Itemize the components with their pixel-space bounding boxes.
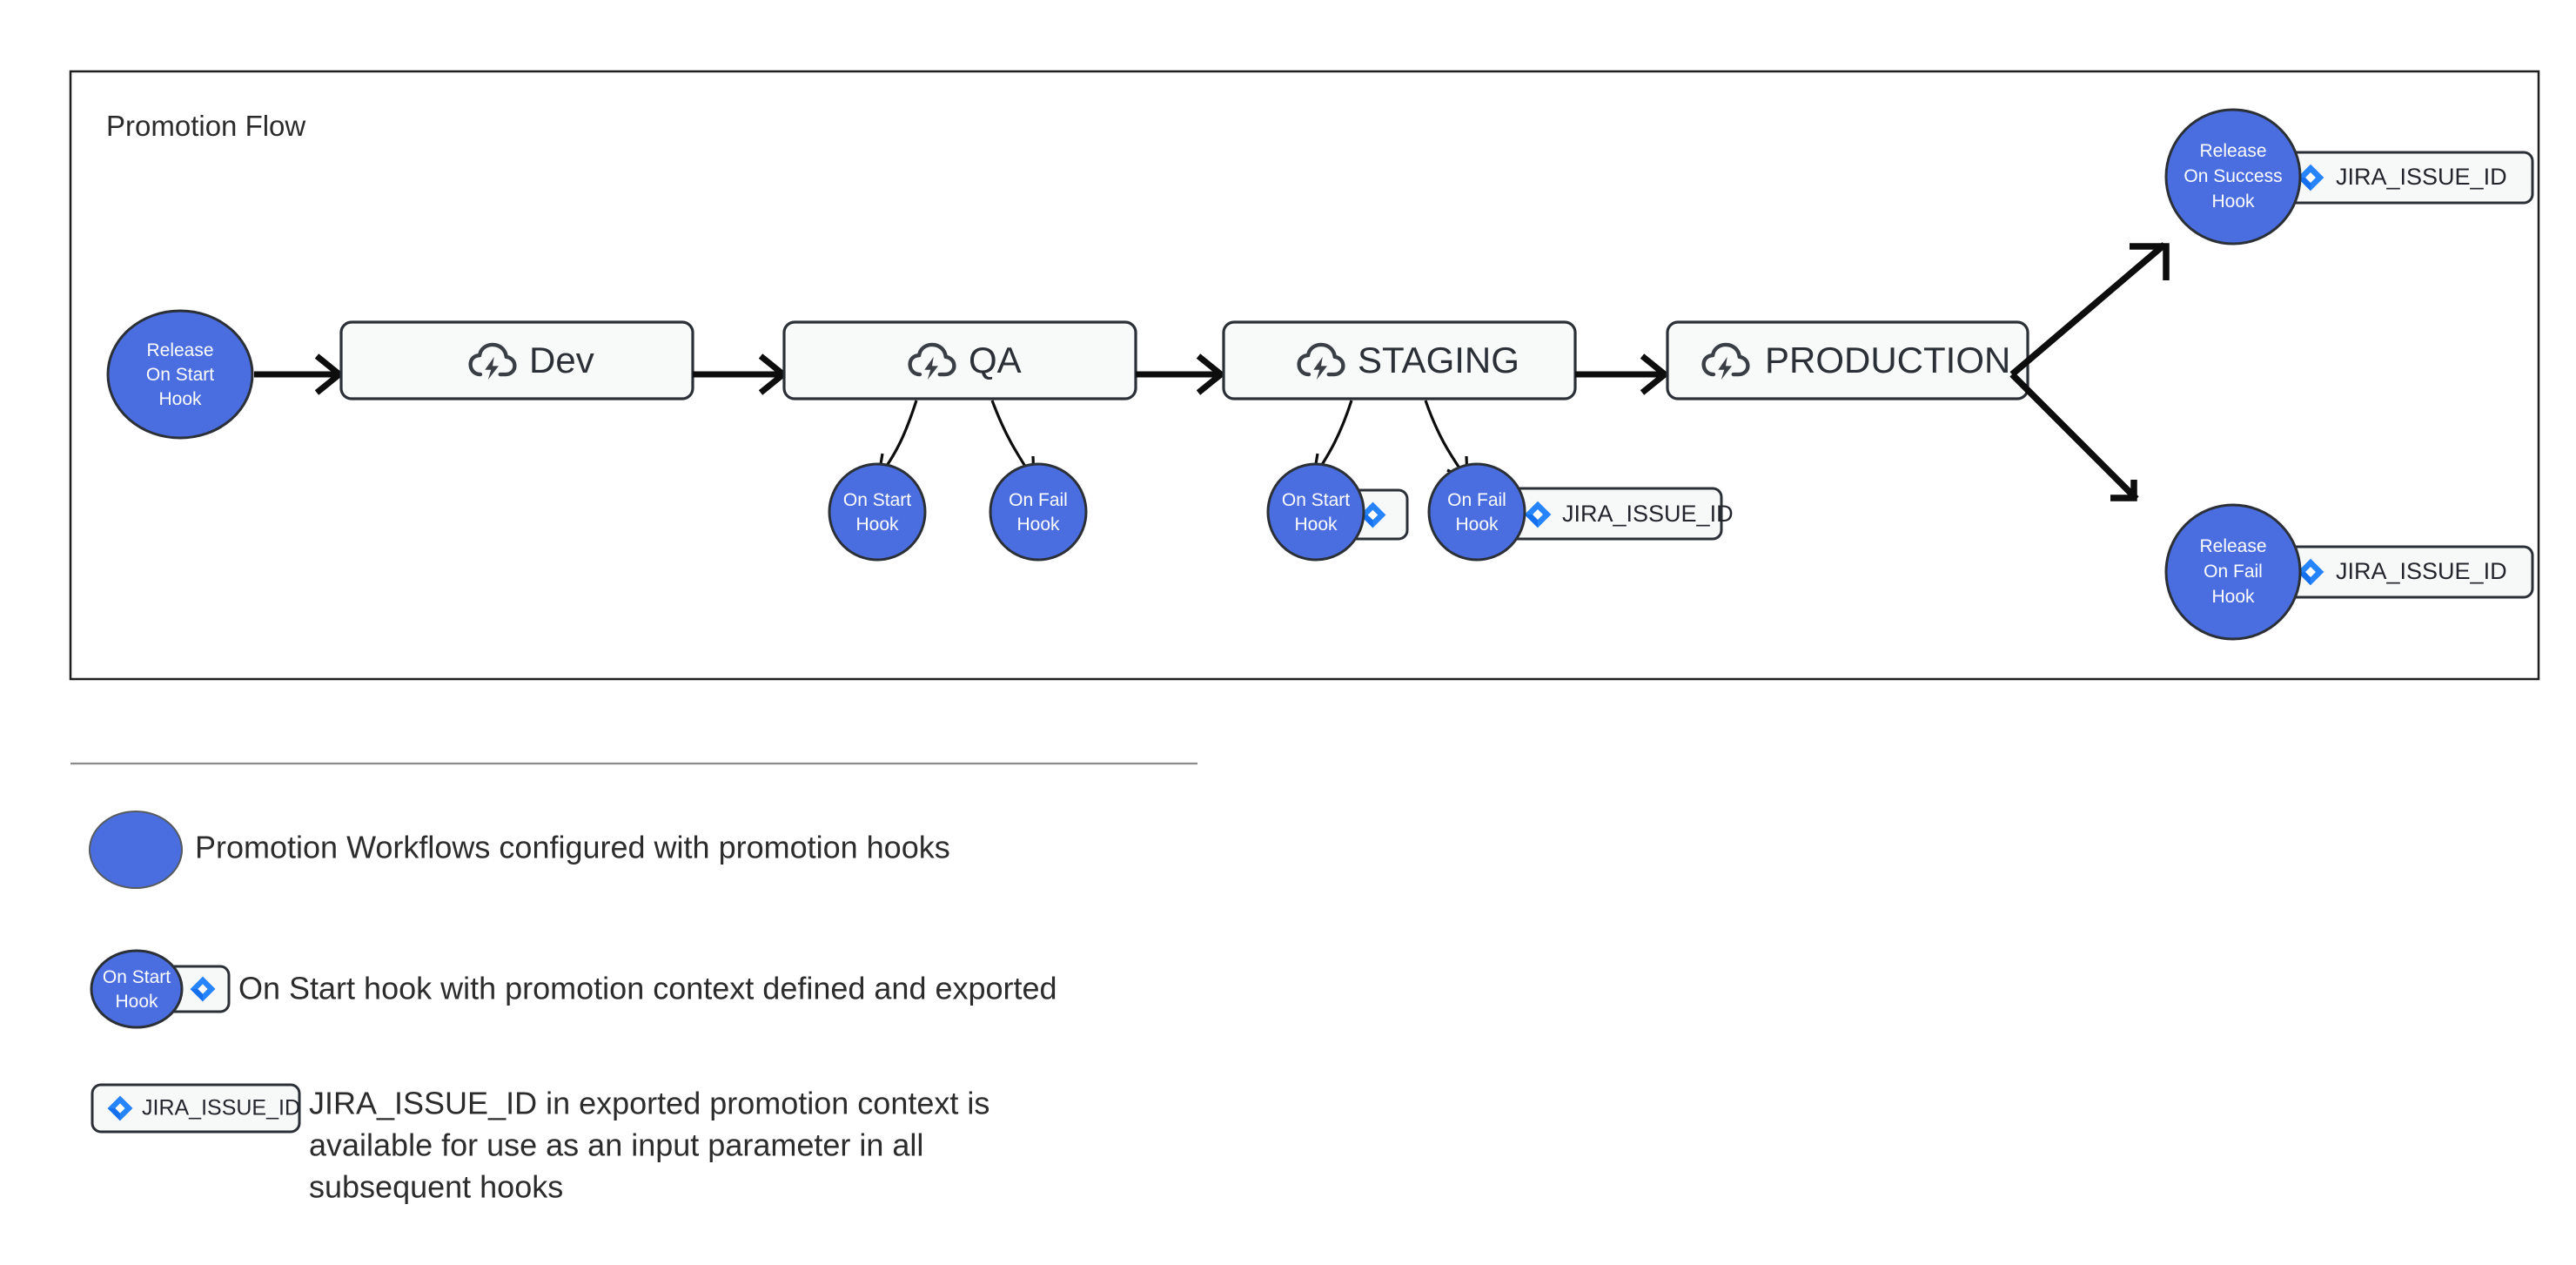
staging-on-fail-hook-badge-label: JIRA_ISSUE_ID (1562, 501, 1734, 527)
legend-label-jira-line-1: JIRA_ISSUE_ID in exported promotion cont… (309, 1086, 989, 1121)
arrow-qa-to-staging (1136, 353, 1226, 395)
legend-row-on-start-hook: On Start Hook On Start hook with promoti… (90, 949, 1057, 1029)
legend-row-workflows: Promotion Workflows configured with prom… (89, 811, 950, 889)
qa-on-fail-hook[interactable]: On Fail Hook (989, 462, 1088, 562)
staging-on-start-hook[interactable]: On Start Hook (1266, 462, 1365, 562)
legend-label-workflows: Promotion Workflows configured with prom… (195, 830, 950, 865)
release-on-fail-hook[interactable]: Release On Fail Hook (2164, 503, 2302, 641)
staging-on-fail-hook-line-2: Hook (1455, 515, 1499, 535)
release-on-success-hook-badge[interactable]: JIRA_ISSUE_ID (2268, 151, 2534, 205)
legend-on-start-hook-line-1: On Start (103, 967, 171, 987)
stage-qa[interactable]: QA (782, 320, 1137, 400)
release-on-fail-hook-line-1: Release (2199, 536, 2266, 556)
staging-on-fail-hook[interactable]: On Fail Hook (1427, 462, 1526, 562)
legend-label-jira-line-2: available for use as an input parameter … (309, 1127, 923, 1163)
legend-on-start-hook-line-2: Hook (115, 992, 158, 1012)
release-on-fail-hook-badge[interactable]: JIRA_ISSUE_ID (2268, 545, 2534, 599)
release-on-fail-hook-line-2: On Fail (2204, 562, 2263, 582)
legend-label-jira-line-3: subsequent hooks (309, 1169, 563, 1205)
stage-production[interactable]: PRODUCTION (1666, 320, 2029, 400)
stage-dev[interactable]: Dev (339, 320, 694, 400)
stage-label-dev: Dev (529, 340, 594, 380)
release-on-start-hook-line-3: Hook (158, 389, 202, 409)
stage-label-qa: QA (969, 340, 1022, 380)
release-on-success-hook-line-3: Hook (2211, 192, 2255, 212)
release-on-fail-hook-line-3: Hook (2211, 587, 2255, 607)
legend-on-start-hook-circle (90, 949, 184, 1029)
release-on-success-hook-line-2: On Success (2184, 166, 2282, 186)
staging-on-start-hook-line-2: Hook (1294, 515, 1338, 535)
legend-row-jira-issue-id: JIRA_ISSUE_ID JIRA_ISSUE_ID in exported … (91, 1083, 989, 1205)
release-on-success-hook[interactable]: Release On Success Hook (2164, 108, 2302, 246)
staging-on-start-hook-line-1: On Start (1282, 490, 1350, 510)
release-on-success-hook-line-1: Release (2199, 141, 2266, 161)
qa-on-start-hook[interactable]: On Start Hook (828, 462, 927, 562)
arrow-staging-to-production (1575, 353, 1670, 395)
legend-badge-jira (91, 1083, 301, 1134)
legend-badge-jira-label: JIRA_ISSUE_ID (142, 1096, 300, 1120)
arrow-production-to-release-success-hook (2009, 242, 2170, 377)
release-on-start-hook[interactable]: Release On Start Hook (106, 309, 254, 440)
qa-on-fail-hook-line-2: Hook (1016, 515, 1060, 535)
stage-staging[interactable]: STAGING (1222, 320, 1577, 400)
release-on-success-hook-badge-label: JIRA_ISSUE_ID (2336, 164, 2507, 190)
arrow-production-to-release-fail-hook (2009, 372, 2139, 501)
release-on-fail-hook-badge-label: JIRA_ISSUE_ID (2336, 558, 2507, 584)
legend-hook-circle-swatch (89, 811, 183, 889)
qa-on-start-hook-line-2: Hook (855, 515, 899, 535)
release-on-start-hook-line-1: Release (146, 340, 213, 360)
arrow-start-to-dev (254, 353, 345, 395)
qa-on-start-hook-line-1: On Start (843, 490, 911, 510)
release-on-start-hook-line-2: On Start (146, 365, 214, 385)
page-title: Promotion Flow (106, 110, 305, 142)
stage-label-staging: STAGING (1358, 340, 1519, 380)
stage-label-production: PRODUCTION (1765, 340, 2010, 380)
staging-on-fail-hook-line-1: On Fail (1447, 490, 1506, 510)
qa-on-fail-hook-line-1: On Fail (1009, 490, 1068, 510)
legend-label-on-start-hook: On Start hook with promotion context def… (238, 971, 1057, 1006)
